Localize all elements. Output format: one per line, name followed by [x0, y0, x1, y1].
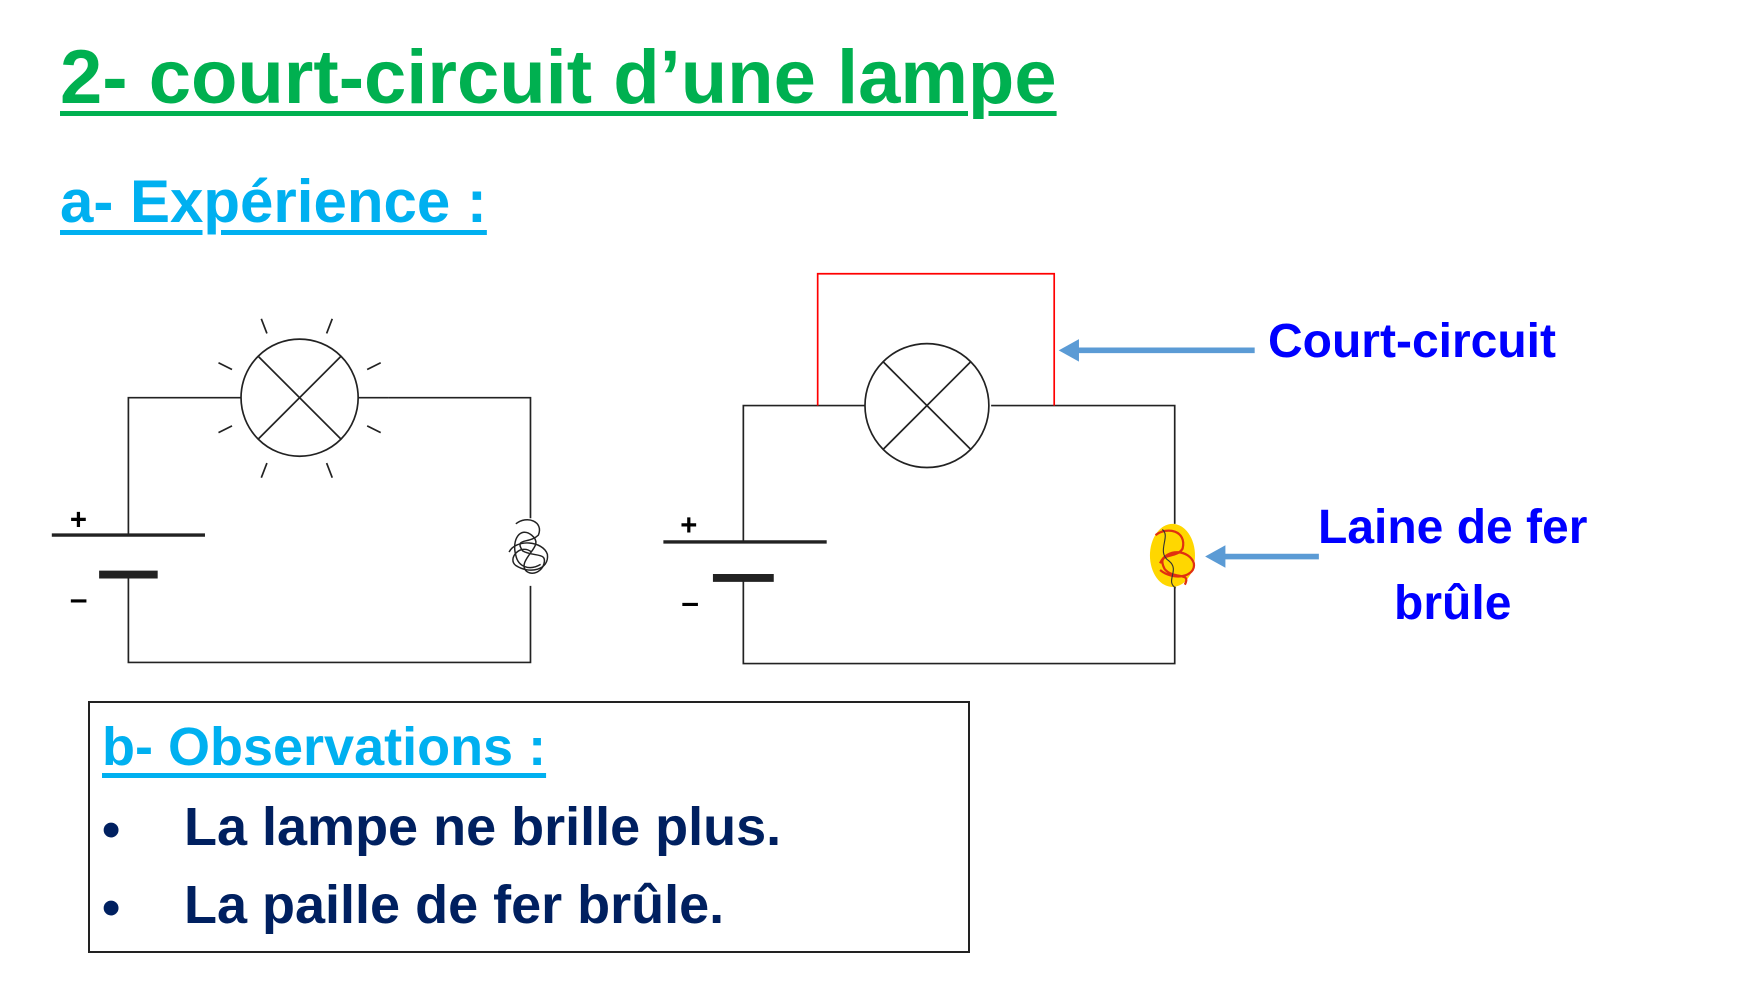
lamp-symbol: [864, 342, 990, 469]
observations-box: [88, 701, 970, 953]
steel-wool-label-line2: brûle: [1394, 577, 1512, 630]
lamp-symbol: [213, 338, 389, 458]
burning-steel-wool: [1149, 523, 1195, 589]
section-experience-heading: a- Expérience :: [60, 168, 487, 235]
bullet: •: [102, 879, 121, 937]
observation-item: La paille de fer brûle.: [184, 875, 725, 935]
plus-sign: +: [680, 509, 697, 542]
minus-sign: –: [70, 580, 88, 616]
short-circuit-label: Court-circuit: [1268, 315, 1556, 368]
short-circuit-wire: [816, 272, 1056, 406]
steel-wool: [508, 519, 549, 574]
arrow-steel-wool: [1205, 545, 1319, 568]
light-rays: [218, 318, 382, 478]
observations-heading: b- Observations :: [102, 717, 547, 777]
minus-sign: –: [681, 584, 699, 620]
steel-wool-label: Laine de fer brûle: [1318, 490, 1587, 642]
observation-item: La lampe ne brille plus.: [184, 797, 782, 857]
page-title: 2- court-circuit d’une lampe: [60, 35, 1057, 120]
arrow-short-circuit: [1058, 339, 1255, 362]
circuit-short-circuited: [663, 272, 1195, 665]
bullet: •: [102, 801, 121, 859]
steel-wool-label-line1: Laine de fer: [1318, 501, 1588, 554]
plus-sign: +: [70, 503, 87, 536]
circuit-lit-lamp: [51, 318, 549, 664]
